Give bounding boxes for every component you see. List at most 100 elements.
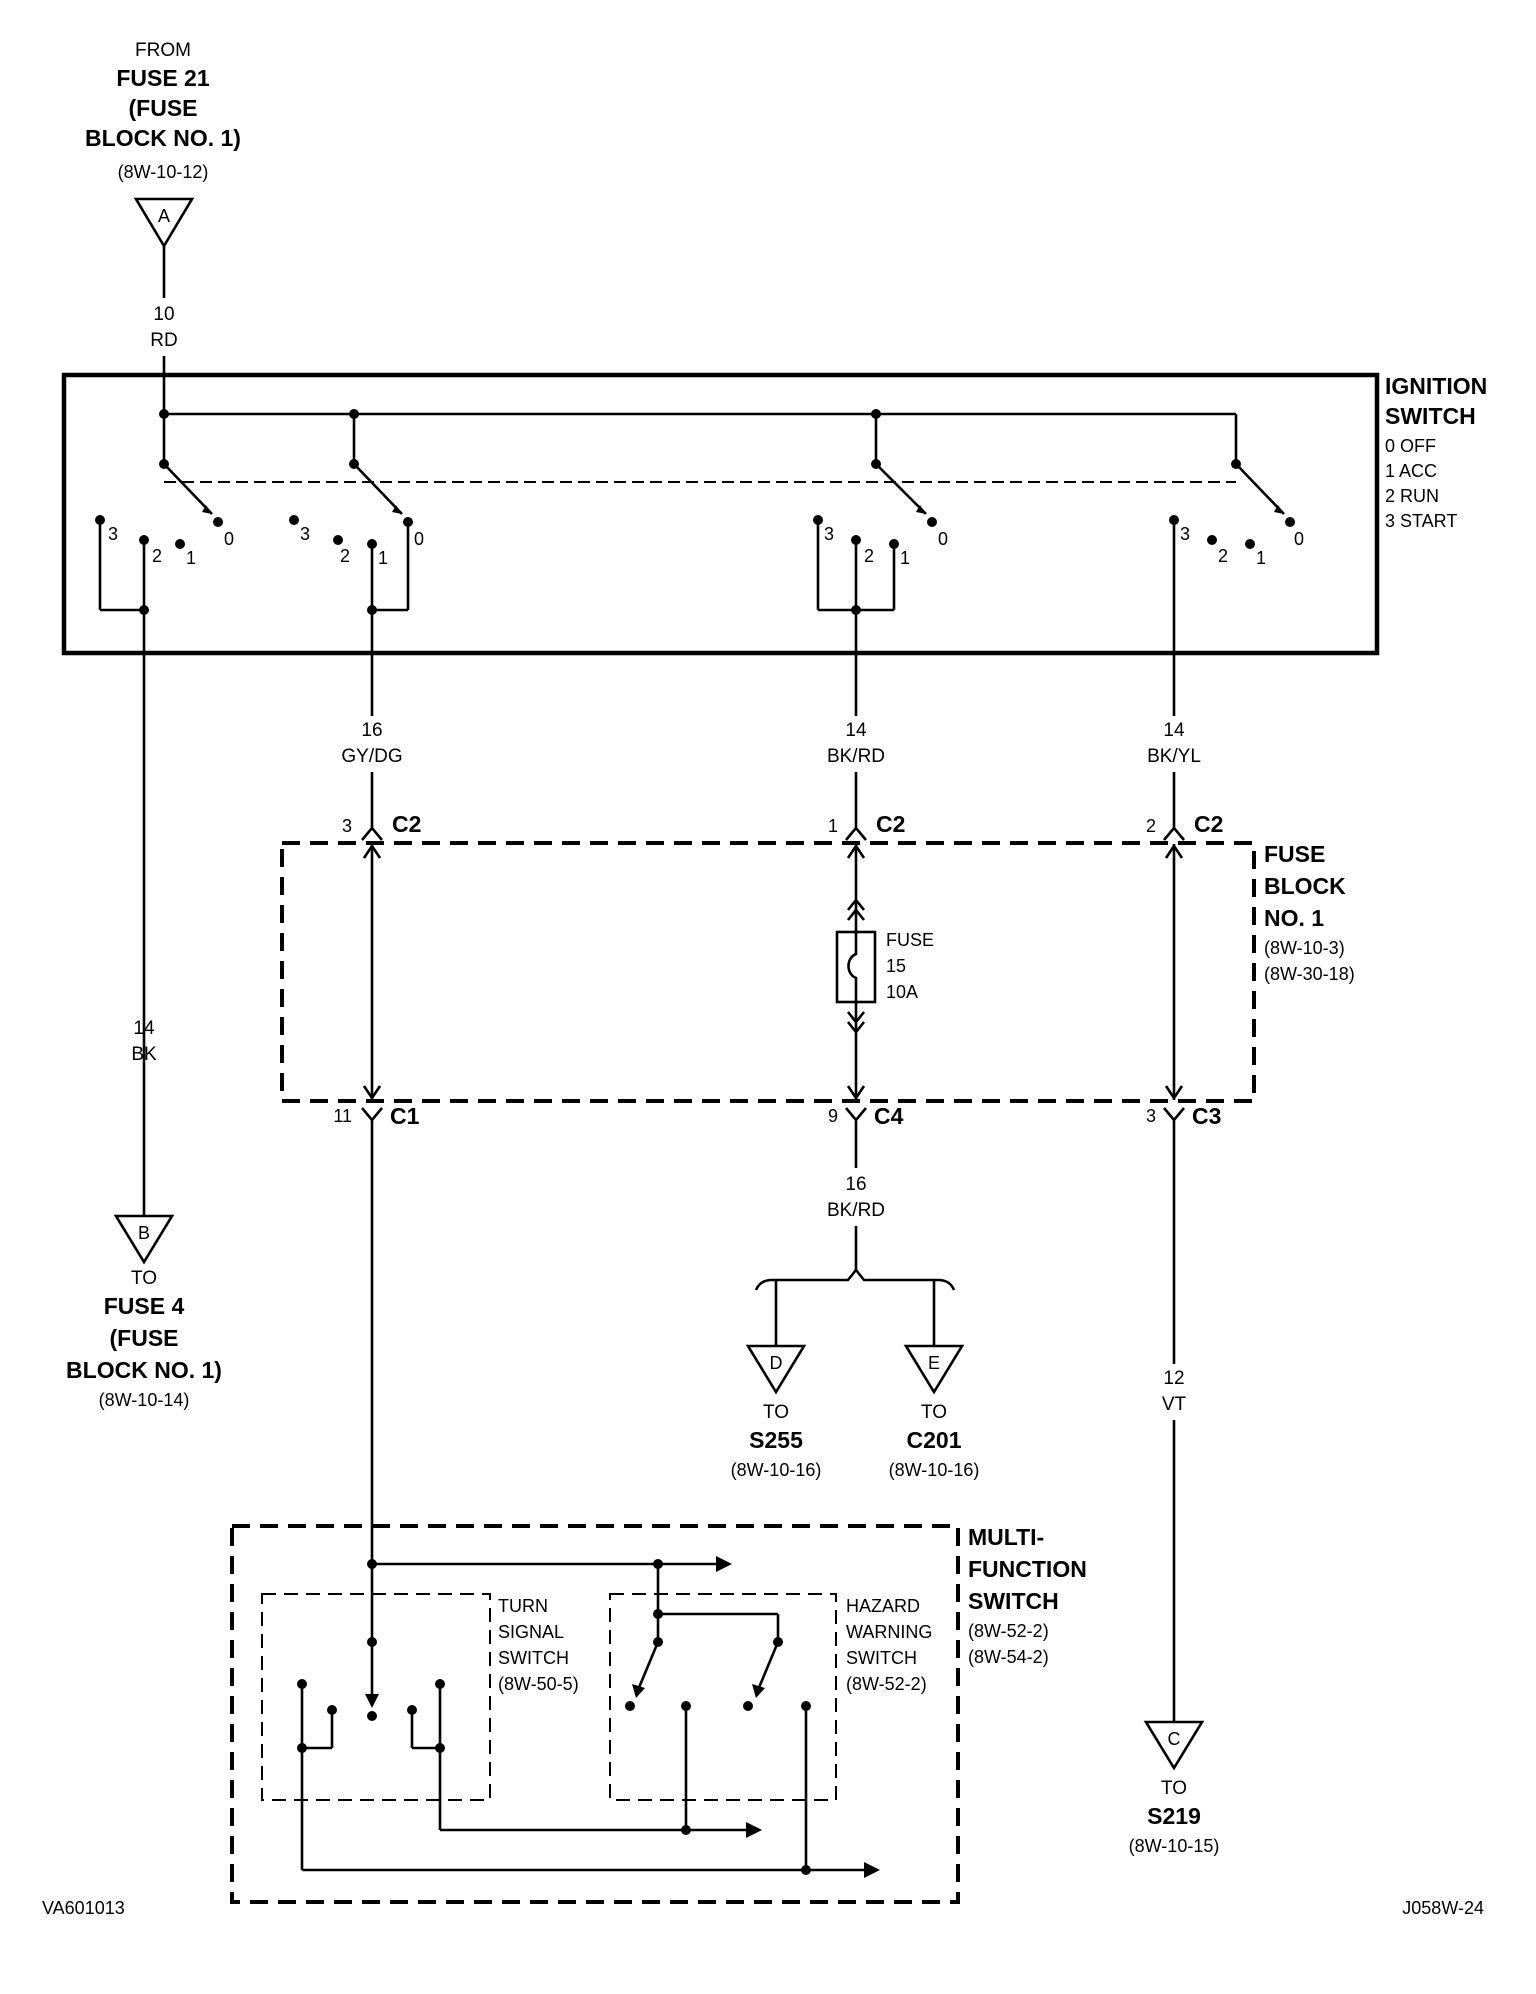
svg-text:1: 1 [378,548,388,568]
svg-text:C3: C3 [1192,1103,1221,1129]
ignition-switch-section-4: 3 2 1 0 [1169,459,1304,653]
wire-top-gauge: 10 [153,304,174,325]
wire-1-color: GY/DG [341,746,402,767]
connector-b-triangle [113,1214,175,1265]
svg-text:2: 2 [1146,816,1156,836]
connector-a-letter: A [158,206,170,226]
connector-a-triangle [133,197,195,249]
dest-b-to: TO [131,1268,157,1289]
source-block1: (FUSE [129,95,198,121]
ignition-pos-0: 0 OFF [1385,436,1436,456]
wire-1-gauge: 16 [361,720,382,741]
svg-text:3: 3 [342,816,352,836]
svg-text:1: 1 [828,816,838,836]
ignition-switch-section-2: 3 2 1 0 [289,459,424,615]
svg-text:0: 0 [1294,529,1304,549]
svg-text:3: 3 [1146,1106,1156,1126]
turn-signal-switch-box [261,1593,491,1801]
dest-e-to: TO [921,1402,947,1423]
hazard-label-3: SWITCH [846,1648,917,1668]
svg-text:0: 0 [224,529,234,549]
source-from: FROM [135,40,191,61]
svg-text:0: 0 [414,529,424,549]
dest-b-ref: (8W-10-14) [99,1390,190,1410]
fuse-block-box [280,841,1256,1103]
hazard-label-1: HAZARD [846,1596,920,1616]
mfs-title-2: FUNCTION [968,1556,1087,1582]
connector-c3-pin-3: 3 C3 [1146,1103,1221,1129]
wire-4-gauge: 14 [133,1018,155,1039]
turn-signal-ref: (8W-50-5) [498,1674,579,1694]
svg-text:3: 3 [300,524,310,544]
wire-6-gauge: 12 [1163,1368,1184,1389]
connector-d-letter: D [770,1353,783,1373]
connector-c1-pin-11: 11 C1 [333,1103,419,1129]
svg-text:1: 1 [900,548,910,568]
wire-2-gauge: 14 [845,720,867,741]
connector-c4-pin-9: 9 C4 [828,1103,904,1129]
ignition-pos-1: 1 ACC [1385,461,1437,481]
wire-2-color: BK/RD [827,746,885,767]
fuse-15-label-2: 15 [886,956,906,976]
connector-c2-pin-2: 2 C2 [1146,811,1223,841]
source-fuse: FUSE 21 [116,65,210,91]
svg-text:3: 3 [1180,524,1190,544]
wire-4-color: BK [131,1044,157,1065]
wire-3-gauge: 14 [1163,720,1185,741]
dest-c-to: TO [1161,1778,1187,1799]
ignition-switch-section-1: 3 2 1 0 [95,459,234,615]
svg-text:3: 3 [824,524,834,544]
svg-text:2: 2 [1218,546,1228,566]
svg-text:2: 2 [340,546,350,566]
footer-left-code: VA601013 [42,1898,125,1918]
turn-signal-label-2: SIGNAL [498,1622,564,1642]
svg-text:0: 0 [938,529,948,549]
svg-text:C2: C2 [876,811,905,837]
hazard-label-2: WARNING [846,1622,932,1642]
dest-d-to: TO [763,1402,789,1423]
svg-text:C4: C4 [874,1103,904,1129]
ignition-pos-3: 3 START [1385,511,1457,531]
fuse-block-ref-1: (8W-10-3) [1264,938,1345,958]
svg-text:3: 3 [108,524,118,544]
fuse-block-title-2: BLOCK [1264,873,1346,899]
dest-e-ref: (8W-10-16) [889,1460,980,1480]
connector-c-letter: C [1168,1729,1181,1749]
connector-c2-pin-1: 1 C2 [828,811,905,841]
svg-text:C2: C2 [392,811,421,837]
connector-c-triangle [1143,1720,1205,1771]
dest-c-name: S219 [1147,1803,1201,1829]
turn-signal-label-1: TURN [498,1596,548,1616]
ignition-switch-box [61,372,1380,656]
wire-6-color: VT [1162,1394,1187,1415]
dest-b-block2: BLOCK NO. 1) [66,1357,222,1383]
fuse-15-label-3: 10A [886,982,918,1002]
hazard-ref: (8W-52-2) [846,1674,927,1694]
dest-e-name: C201 [907,1427,962,1453]
fuse-block-title-1: FUSE [1264,841,1325,867]
svg-text:9: 9 [828,1106,838,1126]
connector-e-triangle [903,1344,965,1395]
multifunction-switch-box [230,1524,960,1904]
svg-text:1: 1 [186,548,196,568]
connector-c2-pin-3: 3 C2 [342,811,421,841]
ignition-title-2: SWITCH [1385,403,1476,429]
source-ref: (8W-10-12) [118,162,209,182]
connector-b-letter: B [138,1223,150,1243]
dest-b-fuse: FUSE 4 [104,1293,185,1319]
mfs-title-1: MULTI- [968,1524,1044,1550]
fuse-15-label-1: FUSE [886,930,934,950]
connector-e-letter: E [928,1353,940,1373]
fuse-block-title-3: NO. 1 [1264,905,1324,931]
connector-d-triangle [745,1344,807,1395]
wire-5-gauge: 16 [845,1174,866,1195]
svg-text:1: 1 [1256,548,1266,568]
dest-c-ref: (8W-10-15) [1129,1836,1220,1856]
turn-signal-label-3: SWITCH [498,1648,569,1668]
svg-text:C1: C1 [390,1103,420,1129]
hazard-switch-box [609,1593,837,1801]
svg-text:2: 2 [152,546,162,566]
mfs-title-3: SWITCH [968,1588,1059,1614]
svg-text:2: 2 [864,546,874,566]
